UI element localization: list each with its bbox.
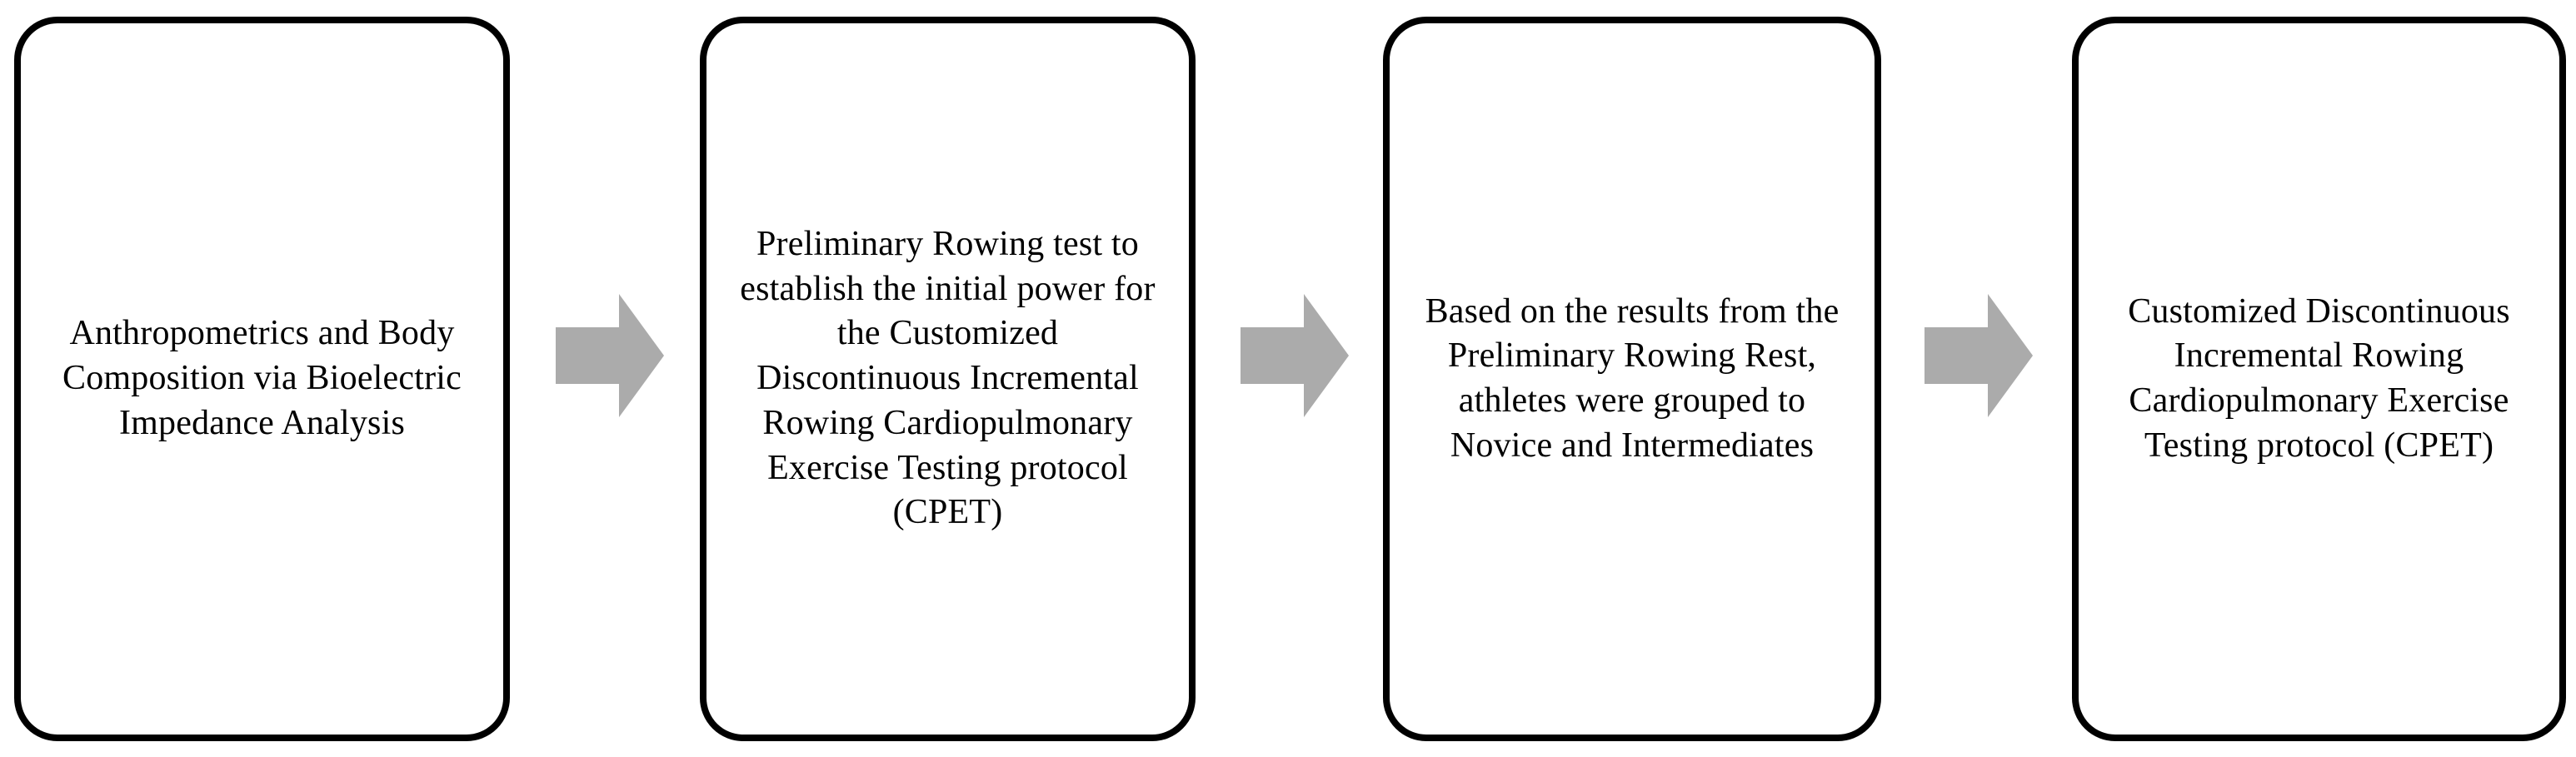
- right-arrow-icon: [1925, 294, 2033, 417]
- right-arrow-icon: [1241, 294, 1349, 417]
- flow-node-athlete-grouping-label: Based on the results from the Preliminar…: [1425, 291, 1840, 465]
- flow-node-preliminary-rowing-test-label: Preliminary Rowing test to establish the…: [740, 224, 1156, 532]
- right-arrow-icon: [556, 294, 664, 417]
- flow-node-anthropometrics[interactable]: Anthropometrics and Body Composition via…: [14, 17, 510, 741]
- arrow-node2-to-node3: [1241, 294, 1349, 417]
- flow-node-customized-cpet[interactable]: Customized Discontinuous Incremental Row…: [2072, 17, 2566, 741]
- arrow-node3-to-node4: [1925, 294, 2033, 417]
- flow-node-athlete-grouping[interactable]: Based on the results from the Preliminar…: [1383, 17, 1881, 741]
- arrow-node1-to-node2: [556, 294, 664, 417]
- flow-node-anthropometrics-label: Anthropometrics and Body Composition via…: [62, 314, 462, 442]
- flow-node-customized-cpet-label: Customized Discontinuous Incremental Row…: [2128, 291, 2510, 465]
- flow-node-preliminary-rowing-test[interactable]: Preliminary Rowing test to establish the…: [700, 17, 1196, 741]
